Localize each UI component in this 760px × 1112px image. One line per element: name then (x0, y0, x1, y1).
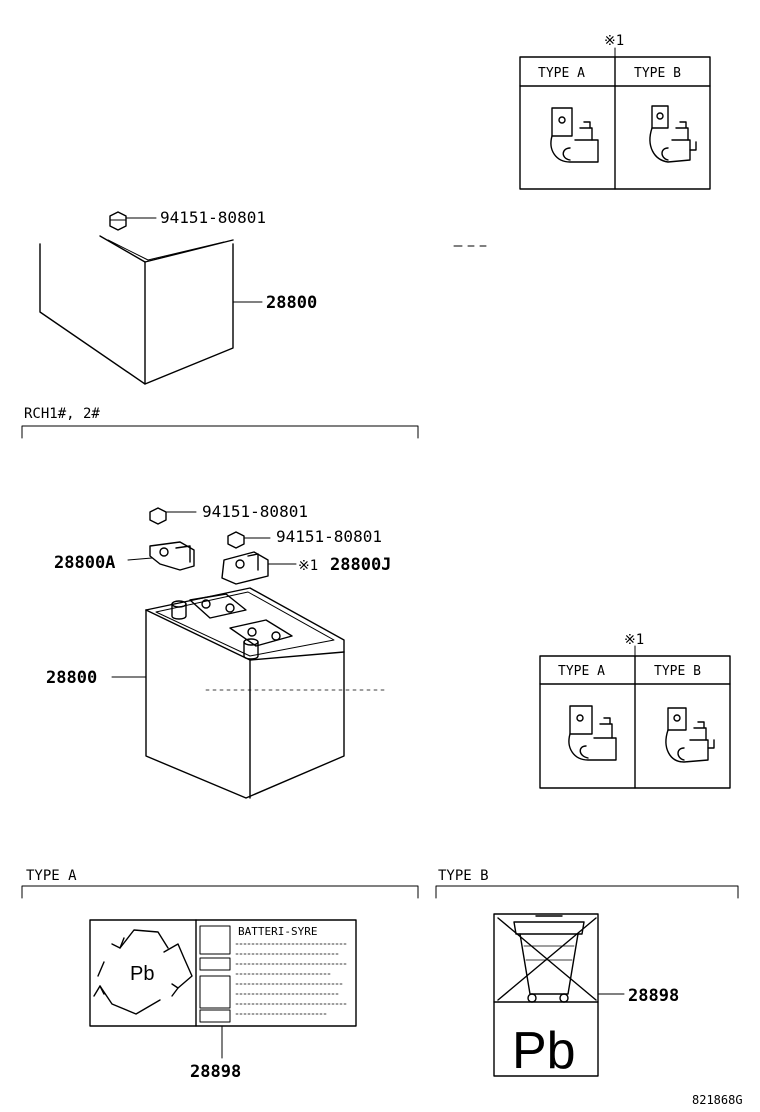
top-type-a-clamp-drawing (550, 107, 599, 163)
top-table-col-b: TYPE B (634, 66, 681, 81)
terminal-a-leader (127, 557, 153, 561)
top-type-table (519, 47, 711, 190)
type-b-section-title: TYPE B (438, 868, 489, 884)
label-a-pb-symbol: Pb (130, 963, 154, 985)
nut-2-drawing (227, 531, 245, 549)
lower-battery-drawing (145, 587, 385, 799)
lower-table-col-b: TYPE B (654, 664, 701, 679)
terminal-j-drawing (221, 551, 269, 585)
top-type-b-clamp-drawing (649, 105, 697, 163)
lower-type-a-clamp-drawing (568, 705, 617, 761)
rch-section-title: RCH1#, 2# (24, 406, 100, 422)
lower-battery-part-number: 28800 (46, 668, 97, 688)
terminal-j-ref-mark: ※1 (298, 558, 318, 574)
terminal-j-part-number: 28800J (330, 555, 391, 575)
figure-code: 821868G (692, 1093, 743, 1107)
lower-type-b-clamp-drawing (665, 707, 715, 763)
upper-battery-drawing (39, 235, 234, 385)
upper-nut-drawing (109, 211, 127, 231)
type-b-label-part-number: 28898 (628, 986, 679, 1006)
type-a-label-drawing (89, 919, 357, 1027)
type-b-label-drawing (493, 913, 599, 1077)
lower-ref-mark: ※1 (624, 632, 644, 648)
label-a-heading: BATTERI-SYRE (238, 925, 317, 938)
upper-nut-part-number: 94151-80801 (160, 208, 266, 227)
nut-1-part-number: 94151-80801 (202, 502, 308, 521)
terminal-a-part-number: 28800A (54, 553, 115, 573)
rch-section-bracket (21, 425, 419, 439)
lower-type-table (539, 645, 731, 789)
type-a-section-bracket (21, 885, 419, 899)
label-b-pb-symbol: Pb (512, 1022, 576, 1080)
upper-battery-part-number: 28800 (266, 293, 317, 313)
type-b-section-bracket (435, 885, 739, 899)
top-table-col-a: TYPE A (538, 66, 585, 81)
crossed-bin-icon (497, 915, 597, 1003)
nut-1-drawing (149, 507, 167, 525)
recycle-icon (93, 929, 193, 1015)
top-ref-mark: ※1 (604, 33, 624, 49)
type-a-section-title: TYPE A (26, 868, 77, 884)
lower-table-col-a: TYPE A (558, 664, 605, 679)
nut-2-part-number: 94151-80801 (276, 527, 382, 546)
terminal-a-drawing (149, 541, 195, 571)
type-a-label-part-number: 28898 (190, 1062, 241, 1082)
